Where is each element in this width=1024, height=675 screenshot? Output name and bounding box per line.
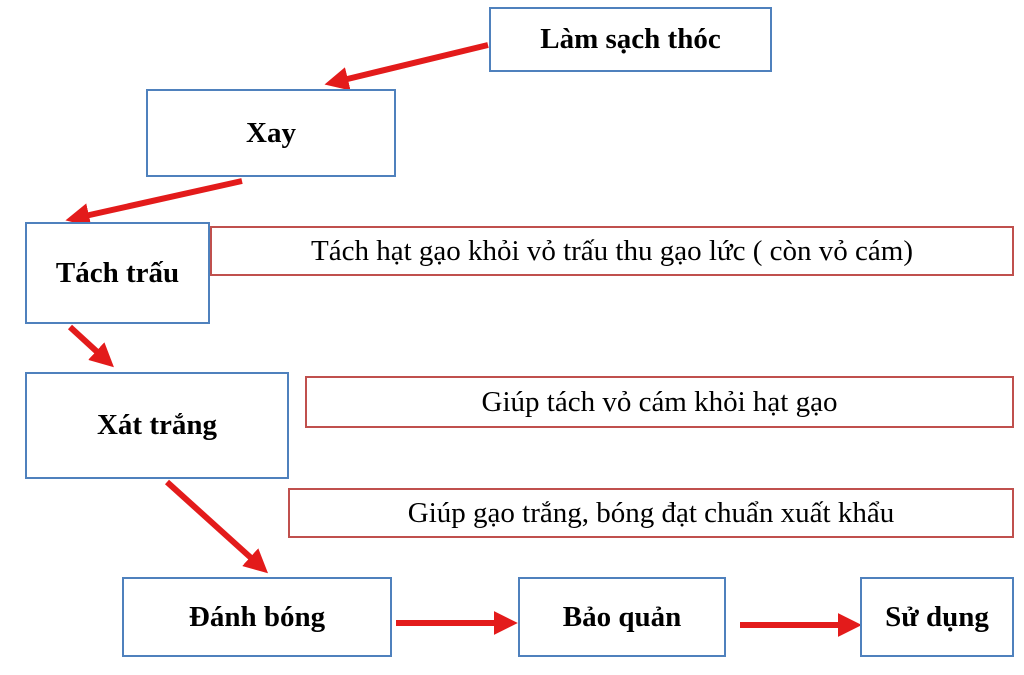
note-xat-trang: Giúp tách vỏ cám khỏi hạt gạo: [305, 376, 1014, 428]
step-su-dung: Sử dụng: [860, 577, 1014, 657]
step-tach-trau: Tách trấu: [25, 222, 210, 324]
step-xay: Xay: [146, 89, 396, 177]
arrow-lam-sach-to-xay: [324, 42, 489, 91]
step-danh-bong: Đánh bóng: [122, 577, 392, 657]
arrow-xat-trang-to-danh-bong: [164, 479, 269, 574]
step-lam-sach-thoc: Làm sạch thóc: [489, 7, 772, 72]
step-xat-trang: Xát trắng: [25, 372, 289, 479]
note-tach-trau: Tách hạt gạo khỏi vỏ trấu thu gạo lức ( …: [210, 226, 1014, 276]
arrow-xay-to-tach-trau: [65, 178, 243, 227]
arrow-tach-trau-to-xat-trang: [67, 324, 114, 368]
step-bao-quan: Bảo quản: [518, 577, 726, 657]
note-danh-bong: Giúp gạo trắng, bóng đạt chuẩn xuất khẩu: [288, 488, 1014, 538]
